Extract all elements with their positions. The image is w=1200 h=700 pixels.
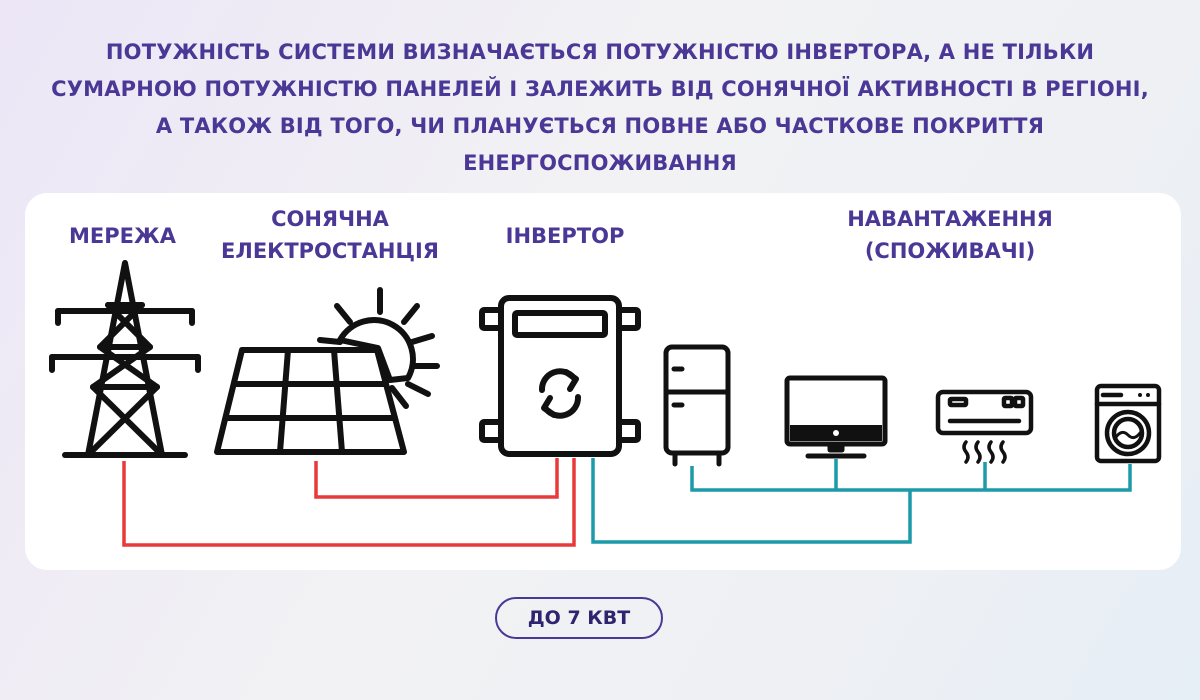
power-capacity-badge: ДО 7 КВТ <box>495 597 663 639</box>
solar-to-inverter-wire <box>314 458 559 499</box>
grid-label-text: МЕРЕЖА <box>69 224 176 248</box>
solar-label-line2: ЕЛЕКТРОСТАНЦІЯ <box>221 239 439 263</box>
refrigerator-icon <box>663 344 731 467</box>
load-label-line2: (СПОЖИВАЧІ) <box>864 239 1036 263</box>
washing-machine-icon <box>1094 383 1162 464</box>
load-label: НАВАНТАЖЕННЯ (СПОЖИВАЧІ) <box>780 203 1120 267</box>
tv-monitor-icon <box>784 375 888 459</box>
output-wires <box>591 458 1132 544</box>
solar-label-line1: СОНЯЧНА <box>271 207 389 231</box>
page-title: ПОТУЖНІСТЬ СИСТЕМИ ВИЗНАЧАЄТЬСЯ ПОТУЖНІС… <box>51 40 1149 175</box>
solar-panel-sun-icon <box>214 287 440 455</box>
grid-to-inverter-wire <box>122 458 576 547</box>
load-bus-wire <box>690 464 1132 492</box>
solar-label: СОНЯЧНА ЕЛЕКТРОСТАНЦІЯ <box>180 203 480 267</box>
inverter-to-loads-wire <box>591 458 912 544</box>
power-tower-icon <box>49 260 201 458</box>
inverter-label: ІНВЕРТОР <box>470 220 660 252</box>
inverter-label-text: ІНВЕРТОР <box>505 224 625 248</box>
input-wires <box>122 458 576 547</box>
inverter-icon <box>479 295 641 457</box>
air-conditioner-icon <box>935 389 1034 464</box>
load-label-line1: НАВАНТАЖЕННЯ <box>847 207 1053 231</box>
grid-label: МЕРЕЖА <box>40 220 205 252</box>
power-capacity-text: ДО 7 КВТ <box>527 607 631 629</box>
